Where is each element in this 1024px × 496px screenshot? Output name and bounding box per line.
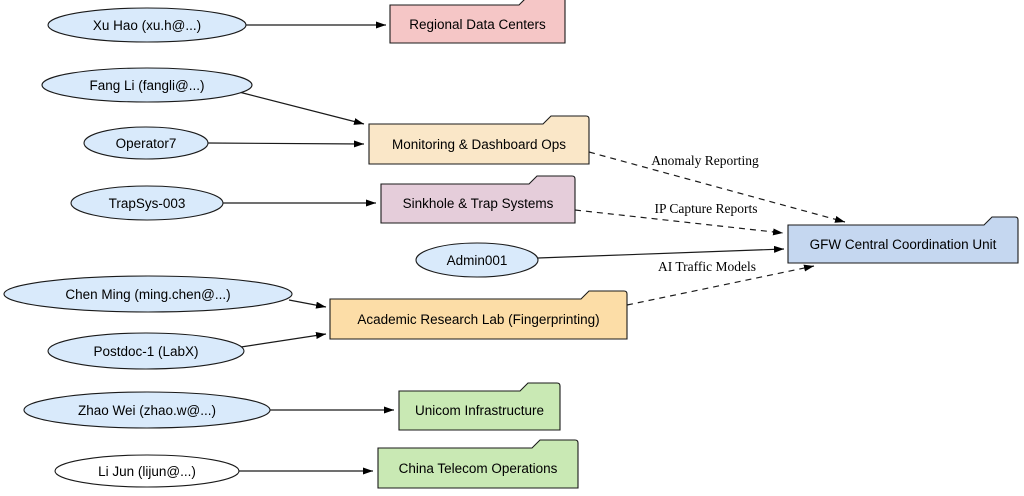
node-li_jun-shape bbox=[54, 454, 240, 488]
edge-chen_ming-academic bbox=[288, 299, 327, 309]
node-fang_li-shape bbox=[41, 67, 253, 103]
edge-operator7-monitoring bbox=[207, 140, 365, 148]
node-admin001-shape bbox=[415, 242, 539, 278]
node-chen_ming-shape bbox=[3, 275, 293, 313]
node-regional-shape bbox=[389, 0, 566, 44]
edge-monitoring-gfw bbox=[588, 151, 846, 223]
node-academic-shape bbox=[329, 290, 628, 340]
edge-fang_li-monitoring bbox=[238, 91, 365, 125]
node-trapsys-shape bbox=[70, 185, 224, 221]
edge-admin001-gfw bbox=[537, 245, 785, 259]
node-xu_hao-shape bbox=[47, 7, 247, 43]
node-postdoc-shape bbox=[47, 332, 245, 370]
node-zhao_wei-shape bbox=[23, 391, 271, 429]
node-gfw-shape bbox=[787, 216, 1019, 264]
node-operator7-shape bbox=[83, 126, 209, 160]
node-monitoring-shape bbox=[368, 115, 590, 165]
edge-academic-gfw bbox=[626, 264, 815, 306]
node-unicom-shape bbox=[398, 382, 561, 431]
node-telecom-shape bbox=[377, 439, 579, 489]
edge-postdoc-academic bbox=[240, 332, 327, 348]
edge-sinkhole-gfw bbox=[574, 209, 784, 236]
node-sinkhole-shape bbox=[380, 175, 576, 224]
